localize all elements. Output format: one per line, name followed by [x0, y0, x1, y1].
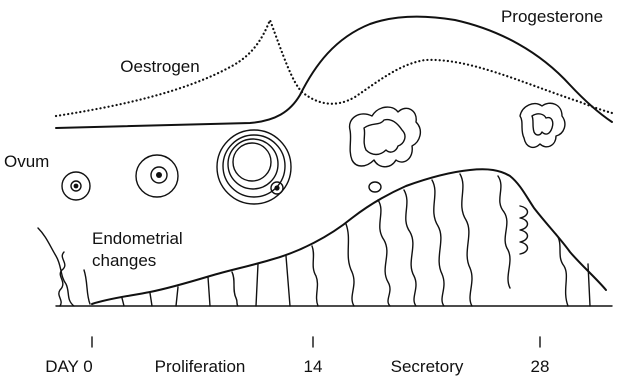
corpus-luteum-large — [350, 107, 421, 167]
follicle-medium — [136, 155, 178, 197]
phase-label-secretory: Secretory — [391, 357, 464, 376]
follicle-small — [62, 172, 90, 200]
phase-label-proliferation: Proliferation — [155, 357, 246, 376]
tick-label-day-28: 28 — [531, 357, 550, 376]
released-ovum — [369, 182, 381, 192]
tick-label-day-14: 14 — [304, 357, 323, 376]
corpus-luteum-large-inner — [364, 120, 405, 155]
tick-label-day-0: DAY 0 — [45, 357, 93, 376]
menstrual-shedding — [38, 228, 74, 306]
progesterone-label: Progesterone — [501, 7, 603, 26]
ovum-label: Ovum — [4, 152, 49, 171]
oestrogen-label: Oestrogen — [120, 57, 199, 76]
follicle-mature — [217, 130, 291, 204]
corpus-luteum-small-inner — [532, 114, 553, 135]
corpus-luteum-small — [520, 103, 565, 147]
endometrial-label-line1: Endometrial — [92, 229, 183, 248]
endometrial-label-line2: changes — [92, 251, 156, 270]
